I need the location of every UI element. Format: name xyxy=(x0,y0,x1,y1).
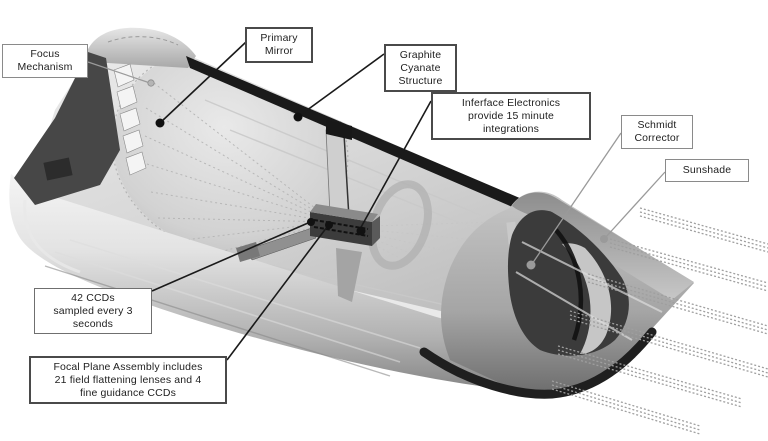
callout-text: 21 field flattening lenses and 4 xyxy=(54,373,202,386)
leader-dot-focus-mechanism xyxy=(147,79,155,87)
callout-text: fine guidance CCDs xyxy=(79,386,177,399)
callout-text: integrations xyxy=(482,122,540,135)
callout-sunshade: Sunshade xyxy=(665,159,749,182)
leader-dot-schmidt-corrector xyxy=(526,260,536,270)
leader-focus-mechanism xyxy=(87,61,151,84)
leader-interface-electronics xyxy=(359,100,432,230)
callout-text: Focus xyxy=(30,48,60,60)
top-rim-edge xyxy=(186,56,524,212)
focal-plane-assembly xyxy=(236,120,432,302)
callout-focal-plane: Focal Plane Assembly includes 21 field f… xyxy=(29,356,227,405)
callout-text: Mirror xyxy=(264,44,294,57)
callout-text: Structure xyxy=(398,74,443,87)
leader-dot-sunshade xyxy=(600,235,608,243)
callout-text: 42 CCDs xyxy=(71,292,115,304)
callout-text: Cyanate xyxy=(400,61,441,74)
leader-dot-primary-mirror xyxy=(155,118,165,128)
callout-text: Corrector xyxy=(634,131,680,144)
callout-focus-mechanism: Focus Mechanism xyxy=(2,44,88,78)
leader-graphite-structure xyxy=(298,53,385,117)
focus-mechanism-hardware xyxy=(113,63,147,176)
outer-barrel-shell xyxy=(9,174,551,391)
callout-primary-mirror: Primary Mirror xyxy=(245,27,313,63)
leader-dot-graphite-structure xyxy=(293,112,303,122)
callout-text: Primary xyxy=(260,32,298,44)
callout-text: sampled every 3 xyxy=(53,304,133,317)
leader-dot-focal-plane xyxy=(325,221,333,229)
callout-schmidt-corrector: Schmidt Corrector xyxy=(621,115,693,149)
callout-text: provide 15 minute xyxy=(467,109,555,122)
sunshade-bottom-lip xyxy=(419,327,657,399)
leader-dot-interface-electronics xyxy=(356,226,366,236)
leader-sunshade xyxy=(604,171,666,239)
callout-text: Focal Plane Assembly includes xyxy=(53,361,203,373)
leader-ccds xyxy=(151,222,309,292)
callout-graphite-structure: Graphite Cyanate Structure xyxy=(384,44,457,93)
callout-interface-electronics: Inferface Electronics provide 15 minute … xyxy=(431,92,591,141)
cut-face-band xyxy=(14,52,120,205)
leader-dot-ccds xyxy=(307,218,315,226)
dome-top xyxy=(86,27,196,68)
starlight-ray-bundles xyxy=(551,207,768,435)
schmidt-corrector-ring xyxy=(562,243,612,354)
callout-text: Graphite xyxy=(399,49,442,61)
callout-text: Schmidt xyxy=(637,119,677,131)
callout-text: seconds xyxy=(72,317,114,330)
callout-text: Sunshade xyxy=(682,164,732,176)
callout-text: Inferface Electronics xyxy=(461,97,561,109)
callout-ccds: 42 CCDs sampled every 3 seconds xyxy=(34,288,152,335)
leader-lines xyxy=(87,41,666,361)
callout-text: Mechanism xyxy=(17,60,73,73)
leader-schmidt-corrector xyxy=(531,132,622,265)
mirror-housing-end xyxy=(14,27,305,205)
leader-primary-mirror xyxy=(160,41,247,123)
leader-focal-plane xyxy=(226,226,328,361)
